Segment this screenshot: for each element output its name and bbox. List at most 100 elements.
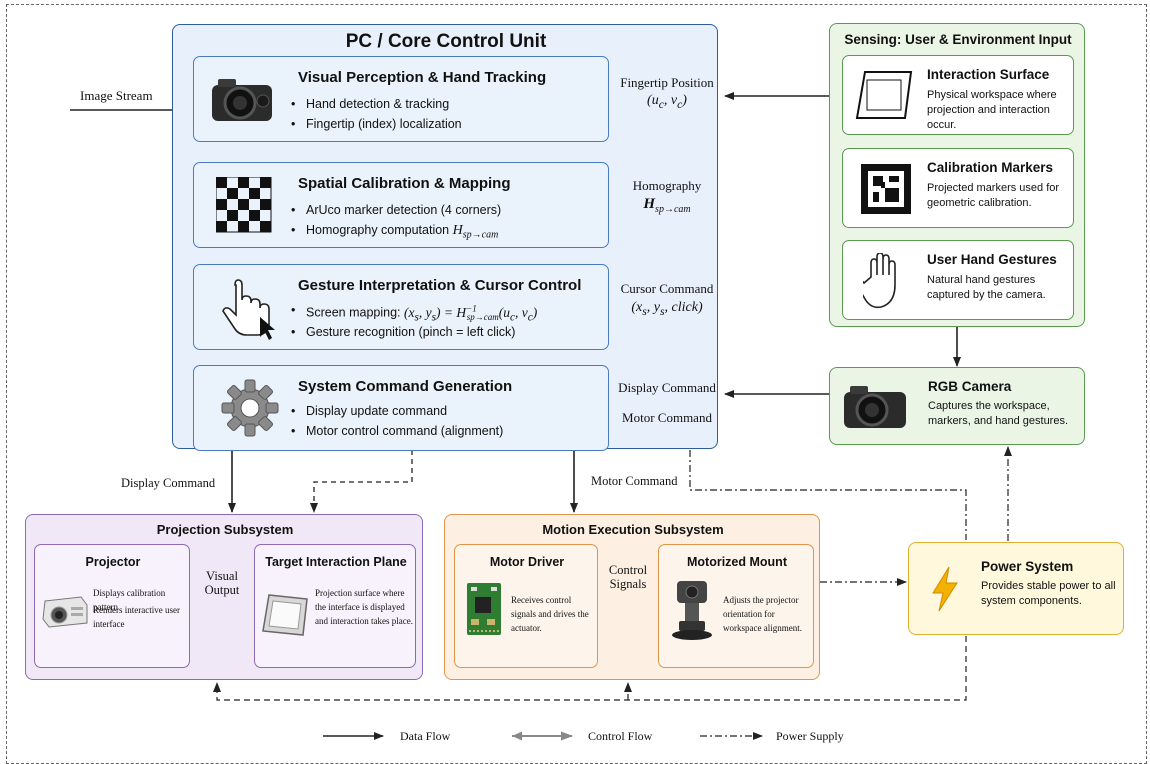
- math-part: c: [527, 311, 533, 324]
- projector-line: Displays calibration pattern: [93, 588, 166, 612]
- pointer-hand-icon: [222, 279, 275, 340]
- math-symbol: H: [452, 223, 463, 238]
- motion-title: Motion Execution Subsystem: [542, 522, 724, 537]
- screen-plane-icon: [262, 594, 308, 636]
- gear-icon: [221, 379, 279, 437]
- math-part: s: [414, 311, 419, 324]
- cursor-math: (xs, ys, click): [619, 300, 715, 318]
- math-part: (x: [631, 300, 643, 315]
- module-title: Visual Perception & Hand Tracking: [298, 69, 547, 86]
- camera-icon: [212, 79, 272, 121]
- fingertip-position-label: Fingertip Position: [620, 75, 714, 90]
- display-command-flow-label: Display Command: [121, 476, 216, 490]
- rgb-camera-panel: RGB Camera Captures the workspace, marke…: [829, 367, 1085, 445]
- motor-driver-title: Motor Driver: [489, 555, 565, 569]
- math-part: c: [509, 311, 515, 324]
- math-part: , v: [663, 93, 678, 108]
- card-title: User Hand Gestures: [927, 252, 1057, 267]
- image-stream-label: Image Stream: [80, 88, 153, 103]
- module-bullet: Homography computation Hsp→cam: [291, 223, 499, 241]
- surface-icon: [855, 71, 913, 119]
- motorized-mount-icon: [672, 581, 712, 640]
- rgb-camera-title: RGB Camera: [928, 379, 1012, 394]
- motor-driver-card: Motor Driver Receives control signals an…: [454, 544, 598, 668]
- math-part: −1: [466, 303, 477, 313]
- control-signals-label: Control Signals: [608, 563, 648, 591]
- motor-command-side-label: Motor Command: [622, 410, 712, 425]
- module-bullet: Fingertip (index) localization: [291, 117, 462, 131]
- card-title: Interaction Surface: [927, 67, 1050, 82]
- projector-line: Renders interactive user interface: [93, 605, 180, 629]
- card-desc: Physical workspace where projection and …: [927, 89, 1057, 131]
- legend-control-flow: Control Flow: [588, 729, 653, 743]
- math-part: sp→cam: [466, 312, 499, 323]
- projection-title: Projection Subsystem: [156, 522, 294, 537]
- motorized-mount-card: Motorized Mount Adjusts the projector or…: [658, 544, 814, 668]
- math-part: (u: [498, 304, 510, 320]
- control-dashed-arrow: [310, 450, 413, 513]
- module-title: Gesture Interpretation & Cursor Control: [298, 277, 582, 294]
- hand-icon: [863, 253, 896, 309]
- power-return-line: [213, 636, 967, 701]
- math-part: sp→cam: [655, 204, 691, 215]
- module-gesture-interpretation: Gesture Interpretation & Cursor Control …: [193, 264, 609, 350]
- visual-output-label: Visual Output: [204, 569, 240, 597]
- lightning-icon: [932, 566, 958, 612]
- math-part: ) = H: [436, 304, 467, 320]
- fingertip-math: (uc, vc): [619, 93, 715, 111]
- card-desc: Projected markers used for geometric cal…: [927, 182, 1060, 209]
- math-part: , y: [646, 300, 660, 315]
- sensing-panel: Sensing: User & Environment Input Intera…: [829, 23, 1085, 327]
- motion-subsystem: Motion Execution Subsystem Motor Driver …: [444, 514, 820, 680]
- module-command-generation: System Command Generation Display update…: [193, 365, 609, 451]
- card-title: Calibration Markers: [927, 160, 1054, 175]
- cursor-command-label: Cursor Command: [620, 281, 714, 296]
- module-spatial-calibration: Spatial Calibration & Mapping ArUco mark…: [193, 162, 609, 248]
- sensing-title: Sensing: User & Environment Input: [844, 32, 1072, 47]
- math-part: (u: [647, 93, 659, 108]
- rgb-camera-desc: Captures the workspace, markers, and han…: [928, 400, 1069, 427]
- projector-title: Projector: [85, 555, 141, 569]
- module-bullet: Motor control command (alignment): [291, 424, 503, 438]
- power-line: [689, 450, 967, 540]
- legend-data-flow: Data Flow: [400, 729, 451, 743]
- module-visual-perception: Visual Perception & Hand Tracking Hand d…: [193, 56, 609, 142]
- motor-command-flow-label: Motor Command: [591, 474, 678, 488]
- math-part: c: [677, 97, 683, 111]
- motor-driver-desc: Receives control signals and drives the …: [511, 595, 589, 633]
- math-part: , click): [664, 300, 703, 315]
- target-plane-card: Target Interaction Plane Projection surf…: [254, 544, 416, 668]
- aruco-marker-icon: [861, 164, 911, 214]
- motorized-mount-title: Motorized Mount: [687, 555, 787, 569]
- math-part: (x: [403, 304, 415, 320]
- math-part: s: [660, 304, 665, 318]
- math-part: ): [532, 304, 538, 320]
- module-title: System Command Generation: [298, 378, 513, 395]
- card-interaction-surface: Interaction Surface Physical workspace w…: [842, 55, 1074, 135]
- math-subscript: sp→cam: [462, 229, 499, 241]
- homography-math: Hsp→cam: [619, 196, 715, 215]
- power-system: Power System Provides stable power to al…: [908, 542, 1124, 635]
- math-part: s: [431, 311, 437, 324]
- target-plane-desc: Projection surface where the interface i…: [315, 588, 413, 626]
- module-bullet: Display update command: [291, 404, 447, 418]
- card-desc: Natural hand gestures captured by the ca…: [927, 274, 1046, 301]
- card-user-hand-gestures: User Hand Gestures Natural hand gestures…: [842, 240, 1074, 320]
- display-command-side-label: Display Command: [618, 380, 716, 395]
- checkerboard-icon: [216, 177, 272, 233]
- math-part: ): [682, 93, 687, 108]
- projection-subsystem: Projection Subsystem Projector Displays …: [25, 514, 423, 680]
- module-title: Spatial Calibration & Mapping: [298, 175, 511, 192]
- math-part: H: [643, 196, 656, 212]
- module-bullet: Hand detection & tracking: [291, 97, 449, 111]
- bullet-text: Screen mapping:: [306, 305, 404, 320]
- circuit-board-icon: [467, 583, 501, 635]
- power-desc: Provides stable power to all system comp…: [981, 580, 1116, 607]
- bullet-text: Homography computation: [306, 223, 453, 237]
- math-part: , v: [514, 304, 528, 320]
- module-bullet: Screen mapping: (xs, ys) = H−1sp→cam(uc,…: [291, 303, 538, 324]
- projector-card: Projector Displays calibration pattern R…: [34, 544, 190, 668]
- target-plane-title: Target Interaction Plane: [265, 555, 407, 569]
- math-part: c: [658, 97, 664, 111]
- module-bullet: ArUco marker detection (4 corners): [291, 203, 501, 217]
